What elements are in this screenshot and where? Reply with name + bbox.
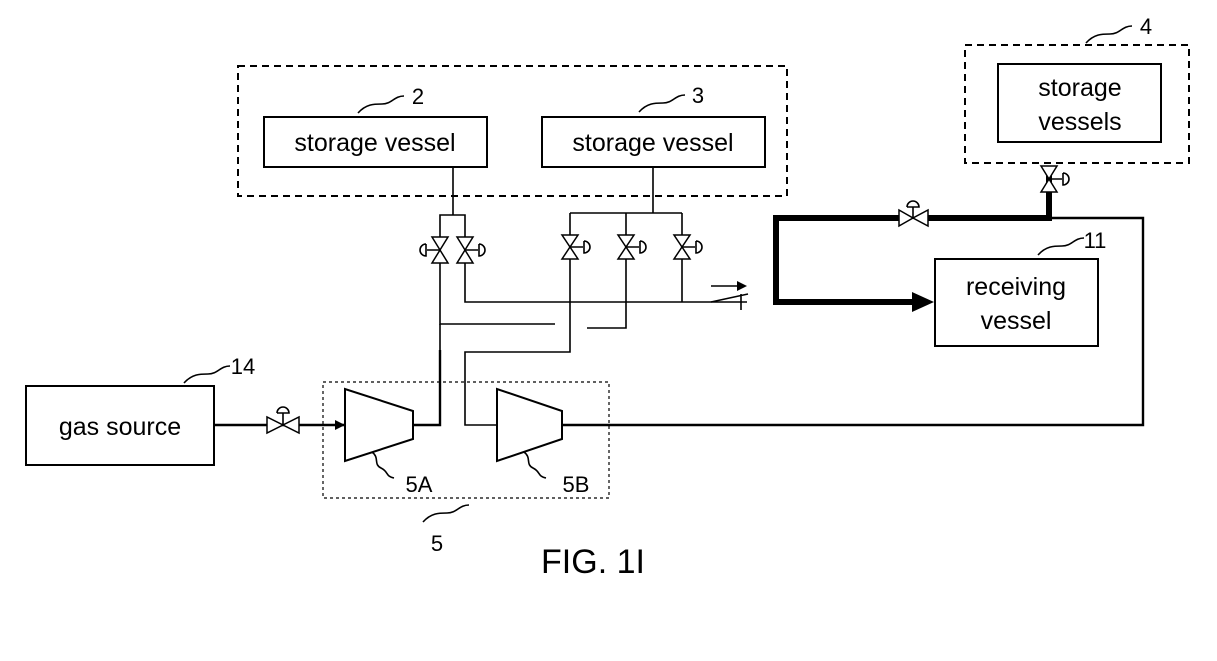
storage-vessels-4-label-line2: vessels bbox=[1038, 108, 1121, 136]
valve-2b bbox=[457, 237, 485, 263]
valve-2a bbox=[420, 237, 448, 263]
ref-5: 5 bbox=[431, 531, 443, 556]
storage-vessel-2-label: storage vessel bbox=[294, 129, 455, 157]
figure-caption: FIG. 1I bbox=[541, 543, 645, 581]
compressor-5a bbox=[335, 389, 413, 478]
valve-3a bbox=[562, 235, 590, 259]
ref-5a: 5A bbox=[406, 472, 433, 497]
ref-2: 2 bbox=[412, 84, 424, 109]
gas-source-label: gas source bbox=[59, 413, 181, 441]
valve-gas-source bbox=[267, 407, 299, 433]
valve-flow-path bbox=[899, 201, 928, 226]
check-valve bbox=[711, 281, 748, 310]
flow-arrowhead bbox=[912, 292, 934, 312]
valve-4 bbox=[1041, 166, 1069, 192]
compressor-5b bbox=[497, 389, 562, 478]
storage-vessel-3: storage vessel bbox=[542, 117, 765, 167]
ref-5b: 5B bbox=[563, 472, 590, 497]
gas-source-14: gas source bbox=[26, 386, 214, 465]
ref-4: 4 bbox=[1140, 14, 1152, 39]
valve-3b bbox=[618, 235, 646, 259]
ref-3: 3 bbox=[692, 83, 704, 108]
receiving-vessel-label-line1: receiving bbox=[966, 273, 1066, 301]
receiving-vessel-11: receiving vessel bbox=[935, 259, 1098, 346]
receiving-vessel-label-line2: vessel bbox=[981, 307, 1052, 335]
piping-thin bbox=[440, 167, 747, 425]
ref-11: 11 bbox=[1084, 228, 1107, 253]
storage-vessels-4: storage vessels bbox=[998, 64, 1161, 142]
storage-vessel-2: storage vessel bbox=[264, 117, 487, 167]
storage-vessel-3-label: storage vessel bbox=[572, 129, 733, 157]
storage-vessels-4-label-line1: storage bbox=[1038, 74, 1121, 102]
ref-14: 14 bbox=[231, 354, 255, 379]
valve-3c bbox=[674, 235, 702, 259]
